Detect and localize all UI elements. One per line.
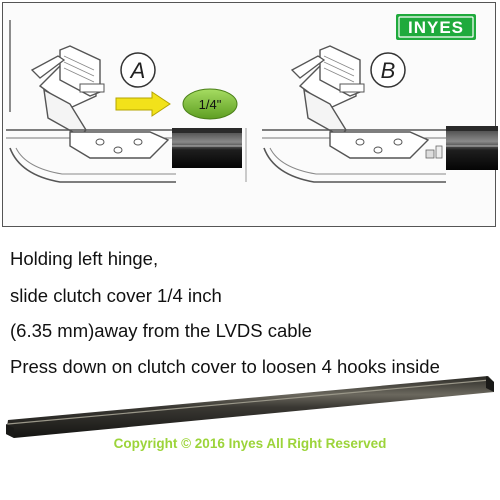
copyright-text: Copyright © 2016 Inyes All Right Reserve… <box>113 436 387 451</box>
logo-text: INYES <box>408 18 464 37</box>
measure-oval <box>182 88 238 120</box>
panel-a <box>6 20 242 183</box>
instruction-line-4: Press down on clutch cover to loosen 4 h… <box>10 356 440 377</box>
hinge-diagram: A 1/4" <box>6 14 498 183</box>
instruction-line-1: Holding left hinge, <box>10 248 159 269</box>
instruction-line-2: slide clutch cover 1/4 inch <box>10 285 222 306</box>
panel-b <box>262 45 498 183</box>
instruction-line-3: (6.35 mm)away from the LVDS cable <box>10 320 312 341</box>
measure-label: 1/4" <box>199 97 222 112</box>
panel-b-label: B <box>381 58 396 83</box>
slide-arrow <box>115 91 171 117</box>
panel-a-label: A <box>129 58 146 83</box>
panel-a-badge <box>120 52 156 88</box>
clutch-cover-image <box>6 376 494 438</box>
panel-b-badge <box>370 52 406 88</box>
brand-logo: INYES <box>396 14 476 40</box>
